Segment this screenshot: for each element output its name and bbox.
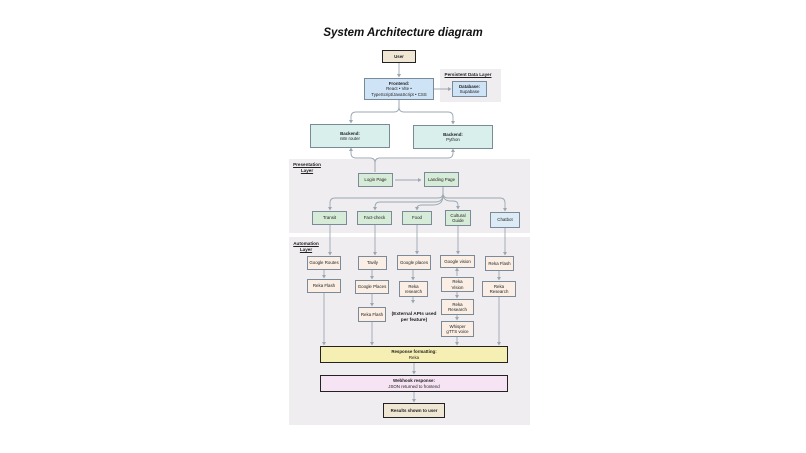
google-places-node-1: Google Places [355,280,389,294]
login-page-node: Login Page [358,173,393,187]
frontend-node: Frontend: React • Vite • TypeScript/Java… [364,78,434,100]
database-node: Database: Supabase [452,81,487,97]
reka-flash-node-3: Reka Flash [485,256,514,271]
reka-flash-node-1: Reka Flash [307,279,341,293]
results-node: Results shown to user [383,403,445,418]
diagram-title: System Architecture diagram [323,27,483,39]
landing-page-node: Landing Page [424,172,459,187]
user-node: User [382,50,416,63]
google-vision-node: Google vision [440,255,475,268]
response-formatting-node: Response formatting: Reka [320,346,508,363]
transit-node: Transit [312,211,347,225]
fact-check-node: Fact-check [357,211,392,225]
webhook-response-node: Webhook response: JSON returned to front… [320,375,508,392]
google-places-node-2: Google places [397,255,431,270]
backend-n8n-node: Backend: n8n router [310,124,390,148]
chatbot-node: Chatbot [490,212,520,228]
persistent-data-layer-label: Persistent Data Layer [444,72,492,77]
tavily-node: Tavily [358,256,387,270]
food-node: Food [402,211,432,225]
reka-flash-node-2: Reka Flash [358,307,386,322]
backend-python-node: Backend: Python [413,125,493,149]
google-routes-node: Google Routes [307,256,341,270]
